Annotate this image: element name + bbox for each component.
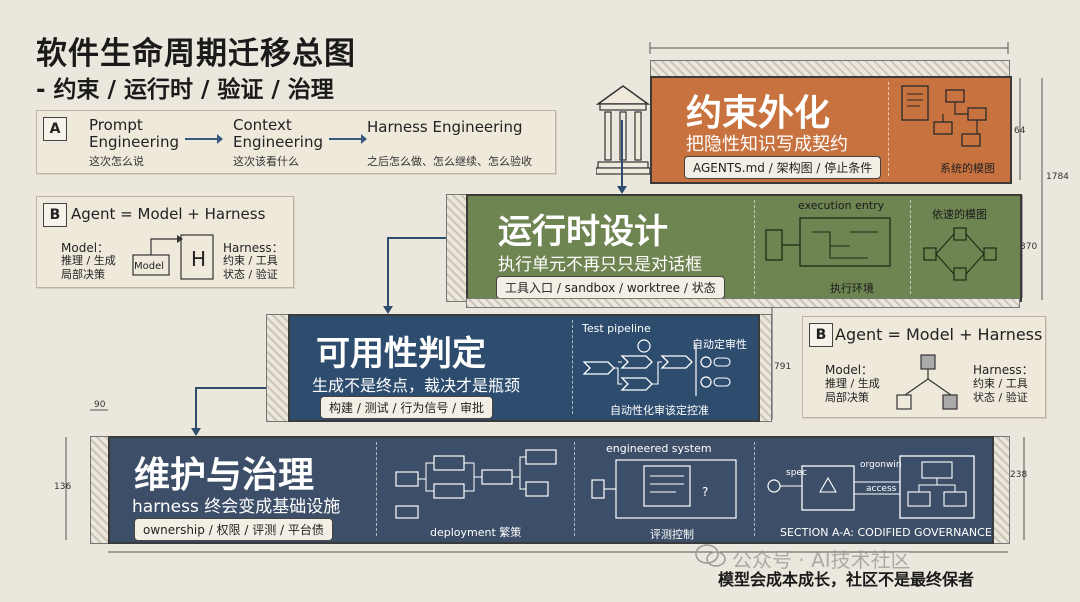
- watermark-line2: 模型会成本成长，社区不是最终保者: [718, 570, 975, 589]
- band3-dim: 791: [774, 362, 792, 372]
- arrow-right-icon: [329, 134, 367, 144]
- band3-label-bottom: 自动性化审该定控准: [610, 404, 709, 417]
- band2-subtitle: 执行单元不再只只是对话框: [498, 255, 702, 275]
- band4-hatch-left: [90, 436, 110, 544]
- panel-b-right-formula: Agent = Model + Harness: [835, 325, 1043, 344]
- wechat-logo-icon: [695, 544, 726, 567]
- band3-pill: 构建 / 测试 / 行为信号 / 审批: [320, 396, 494, 419]
- band4-dim: 238: [1010, 470, 1028, 480]
- band2-title: 运行时设计: [498, 212, 668, 252]
- dim-top-offset: 90: [94, 400, 106, 410]
- band1-caption: 系统的模图: [940, 162, 995, 175]
- band3-label-pipeline: Test pipeline: [582, 322, 651, 335]
- page-subtitle: - 约束 / 运行时 / 验证 / 治理: [36, 77, 334, 103]
- panel-b-left-model-desc: 推理 / 生成 局部决策: [61, 254, 116, 281]
- agent-tree-icon: [896, 354, 958, 410]
- document-diagram-icon: [901, 85, 987, 147]
- stage-context-caption: 这次该看什么: [233, 155, 299, 168]
- band2-pill: 工具入口 / sandbox / worktree / 状态: [496, 276, 725, 299]
- band3-subtitle: 生成不是终点，裁决才是瓶颈: [312, 376, 521, 395]
- panel-b-left-harness-desc: 约束 / 工具 状态 / 验证: [223, 254, 278, 281]
- governance-structure-icon: [767, 455, 975, 519]
- watermark-line1: 公众号 · AI技术社区: [732, 548, 911, 572]
- band2-label-env: 执行环境: [830, 282, 874, 295]
- band3-title: 可用性判定: [316, 334, 486, 374]
- model-harness-sketch-icon: [132, 234, 214, 280]
- band4-divider-1: [376, 442, 377, 536]
- page-title: 软件生命周期迁移总图: [36, 36, 356, 72]
- band4-subtitle: harness 终会变成基础设施: [132, 497, 341, 517]
- band1-title: 约束外化: [686, 93, 831, 134]
- test-pipeline-icon: [582, 339, 731, 396]
- band4-label-spec: spec: [786, 468, 807, 478]
- execution-flow-icon: [765, 217, 891, 267]
- band-governance: 维护与治理 harness 终会变成基础设施 ownership / 权限 / …: [108, 436, 1027, 544]
- panel-b-left: B Agent = Model + Harness Model： 推理 / 生成…: [36, 196, 294, 288]
- band4-label-engineered: engineered system: [606, 442, 712, 455]
- stage-prompt-term: Prompt Engineering: [89, 116, 179, 151]
- dependency-graph-icon: [923, 227, 997, 281]
- band2-hatch-bottom: [466, 298, 1020, 308]
- band1-pill: AGENTS.md / 架构图 / 停止条件: [684, 156, 882, 179]
- stage-prompt-caption: 这次怎么说: [89, 155, 144, 168]
- panel-b-right-model-label: Model：: [825, 363, 874, 377]
- band4-label-deploy: deployment 繁策: [430, 526, 522, 539]
- engineered-system-icon: ?: [591, 459, 737, 519]
- stage-context-term: Context Engineering: [233, 116, 323, 151]
- band4-label-orgonwin: orgonwin: [860, 460, 902, 470]
- dim-left-height: 136: [54, 482, 72, 492]
- band2-divider-1: [754, 200, 755, 294]
- band-constraints: 约束外化 把隐性知识写成契约 AGENTS.md / 架构图 / 停止条件 系统…: [650, 76, 1025, 184]
- dim-right-total: 1784: [1046, 172, 1069, 182]
- stage-harness-caption: 之后怎么做、怎么继续、怎么验收: [367, 155, 532, 168]
- panel-b-right: B Agent = Model + Harness Model： 推理 / 生成…: [802, 316, 1046, 418]
- panel-a-tag: A: [43, 117, 67, 141]
- band2-dim: 370: [1020, 242, 1038, 252]
- stage-harness-term: Harness Engineering: [367, 118, 523, 136]
- panel-b-left-box-model: Model: [134, 261, 165, 272]
- band3-hatch-left: [266, 314, 290, 422]
- band2-divider-2: [910, 200, 911, 294]
- band4-label-access: access: [866, 484, 897, 494]
- band4-pill: ownership / 权限 / 评测 / 平台债: [134, 518, 333, 541]
- band4-label-section: SECTION A-A: CODIFIED GOVERNANCE: [780, 526, 992, 539]
- panel-b-right-harness-desc: 约束 / 工具 状态 / 验证: [973, 377, 1028, 404]
- band3-divider: [572, 320, 573, 414]
- band4-title: 维护与治理: [134, 455, 315, 496]
- band-runtime: 运行时设计 执行单元不再只只是对话框 工具入口 / sandbox / work…: [466, 194, 1037, 302]
- band2-hatch-left: [446, 194, 468, 302]
- panel-b-right-model-desc: 推理 / 生成 局部决策: [825, 377, 880, 404]
- band4-divider-3: [754, 442, 755, 536]
- band2-label-entry: execution entry: [798, 199, 885, 212]
- band4-divider-2: [574, 442, 575, 536]
- deployment-flow-icon: [395, 449, 557, 519]
- panel-b-left-harness-label: Harness：: [223, 241, 284, 255]
- panel-b-right-tag: B: [809, 323, 833, 347]
- band1-dim: 64: [1014, 126, 1026, 136]
- band4-label-eval: 评测控制: [650, 528, 694, 541]
- panel-a-evolution: A Prompt Engineering 这次怎么说 Context Engin…: [36, 110, 556, 174]
- band-verification: 可用性判定 生成不是终点，裁决才是瓶颈 构建 / 测试 / 行为信号 / 审批 …: [288, 314, 791, 422]
- band1-divider: [888, 82, 889, 176]
- panel-b-left-tag: B: [43, 203, 67, 227]
- panel-b-left-box-h: H: [191, 247, 207, 271]
- band3-label-auto: 自动定审性: [692, 338, 747, 351]
- band1-subtitle: 把隐性知识写成契约: [686, 134, 848, 155]
- band2-label-graph: 依速的模图: [932, 208, 987, 221]
- panel-b-right-harness-label: Harness：: [973, 363, 1034, 377]
- svg-text:?: ?: [702, 485, 708, 499]
- panel-b-left-formula: Agent = Model + Harness: [71, 205, 266, 223]
- arrow-right-icon: [185, 134, 223, 144]
- panel-b-left-model-label: Model：: [61, 241, 110, 255]
